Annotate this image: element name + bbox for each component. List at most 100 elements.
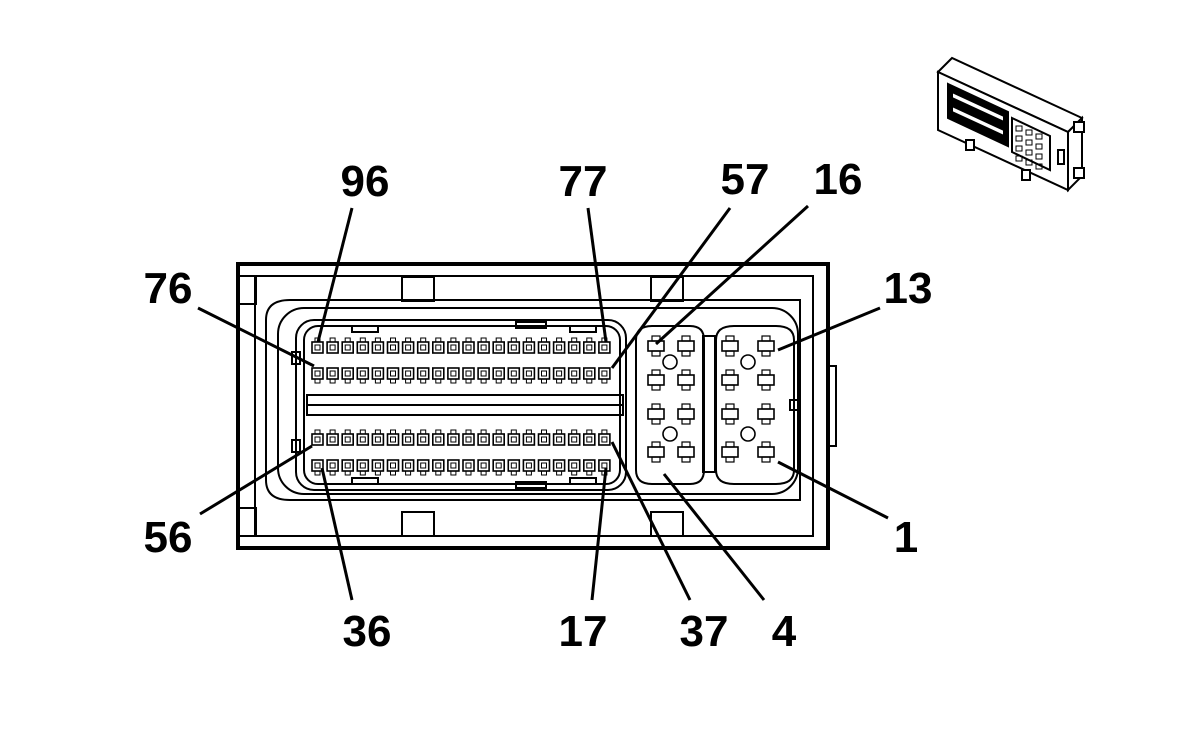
pin-number-labels: 96 77 57 16 76 13 56 1 36 17 37 4 [144, 155, 933, 656]
signal-pin-cavity [462, 341, 475, 354]
signal-pin-contact [541, 462, 547, 469]
signal-pin-cavity [356, 367, 370, 380]
signal-pin-contact [541, 344, 547, 351]
signal-pin-array [311, 337, 611, 476]
signal-pin-latch [344, 337, 351, 343]
signal-pin-latch [450, 429, 457, 435]
signal-pin-contact [586, 370, 593, 377]
power-pin-latch [761, 335, 771, 342]
power-pin-latch [761, 441, 771, 448]
signal-pin-latch [510, 470, 517, 476]
signal-pin-cavity [522, 459, 536, 472]
signal-pin-latch [374, 470, 381, 476]
signal-pin-latch [525, 429, 532, 435]
thumbnail-pin-cavity [1035, 163, 1043, 170]
signal-pin-cavity [341, 341, 355, 354]
signal-pin-contact [541, 436, 547, 443]
signal-pin-latch [390, 378, 396, 384]
thumbnail-pin-cavity [1015, 155, 1023, 162]
signal-pin-latch [541, 337, 547, 343]
signal-pin-contact [405, 436, 412, 443]
signal-pin-contact [420, 436, 427, 443]
signal-pin-latch [420, 378, 427, 384]
signal-pin-cavity [522, 341, 536, 354]
signal-pin-cavity [341, 433, 355, 446]
power-pin-latch [761, 369, 771, 376]
signal-pin-cavity [522, 367, 536, 380]
signal-pin-contact [571, 436, 578, 443]
signal-pin-cavity [447, 341, 460, 354]
signal-pin-latch [374, 337, 381, 343]
signal-pin-cavity [492, 433, 506, 446]
power-pin-latch [681, 418, 691, 425]
power-pin-latch [651, 403, 661, 410]
signal-pin-contact [390, 462, 396, 469]
signal-pin-cavity [537, 459, 551, 472]
power-pin-array [647, 335, 775, 463]
signal-pin-contact [329, 462, 336, 469]
power-pin-cavity [647, 374, 665, 386]
signal-pin-latch [329, 429, 336, 435]
signal-pin-latch [556, 378, 563, 384]
signal-pin-contact [495, 370, 502, 377]
power-pin-latch [651, 418, 661, 425]
signal-pin-latch [344, 429, 351, 435]
signal-pin-cavity [507, 433, 521, 446]
signal-pin-contact [480, 462, 487, 469]
signal-pin-contact [556, 344, 563, 351]
signal-pin-contact [420, 462, 427, 469]
power-pin-latch [725, 418, 735, 425]
signal-pin-contact [465, 462, 472, 469]
signal-pin-cavity [477, 341, 490, 354]
signal-pin-cavity [416, 341, 430, 354]
thumbnail-pin-cavity [1025, 139, 1033, 146]
signal-pin-cavity [401, 433, 415, 446]
power-pin-cavity [647, 446, 665, 458]
signal-pin-latch [510, 378, 517, 384]
signal-pin-latch [374, 429, 381, 435]
signal-pin-contact [344, 462, 351, 469]
alignment-hole [740, 426, 756, 442]
signal-pin-cavity [371, 367, 385, 380]
signal-pin-contact [329, 436, 336, 443]
power-pin-latch [681, 335, 691, 342]
signal-pin-latch [571, 337, 578, 343]
signal-pin-latch [480, 337, 487, 343]
thumbnail-pin-cavity [1015, 135, 1023, 142]
pin-label-77: 77 [559, 157, 608, 206]
pin-label-57: 57 [721, 155, 770, 204]
signal-pin-contact [465, 344, 472, 351]
signal-pin-contact [435, 462, 442, 469]
signal-pin-contact [420, 344, 427, 351]
signal-pin-contact [601, 436, 608, 443]
signal-pin-cavity [462, 459, 475, 472]
signal-pin-contact [344, 344, 351, 351]
signal-pin-contact [405, 370, 412, 377]
signal-pin-cavity [326, 367, 339, 380]
signal-pin-latch [390, 429, 396, 435]
signal-pin-latch [495, 337, 502, 343]
signal-pin-contact [495, 344, 502, 351]
signal-pin-contact [556, 462, 563, 469]
signal-pin-cavity [552, 433, 566, 446]
signal-pin-cavity [341, 367, 355, 380]
signal-pin-latch [435, 470, 442, 476]
signal-pin-cavity [447, 433, 460, 446]
power-pin-cavity [647, 408, 665, 420]
signal-pin-contact [525, 344, 532, 351]
signal-pin-cavity [311, 367, 324, 380]
power-pin-latch [651, 384, 661, 391]
signal-pin-contact [359, 462, 366, 469]
leader-lines [197, 204, 889, 601]
signal-pin-cavity [401, 367, 415, 380]
signal-pin-latch [405, 337, 412, 343]
signal-pin-latch [541, 470, 547, 476]
signal-pin-contact [465, 436, 472, 443]
signal-pin-cavity [552, 341, 566, 354]
signal-pin-cavity [598, 433, 611, 446]
signal-pin-cavity [537, 433, 551, 446]
signal-pin-latch [465, 470, 472, 476]
signal-pin-latch [556, 337, 563, 343]
power-pin-cavity [677, 446, 695, 458]
signal-pin-latch [541, 429, 547, 435]
